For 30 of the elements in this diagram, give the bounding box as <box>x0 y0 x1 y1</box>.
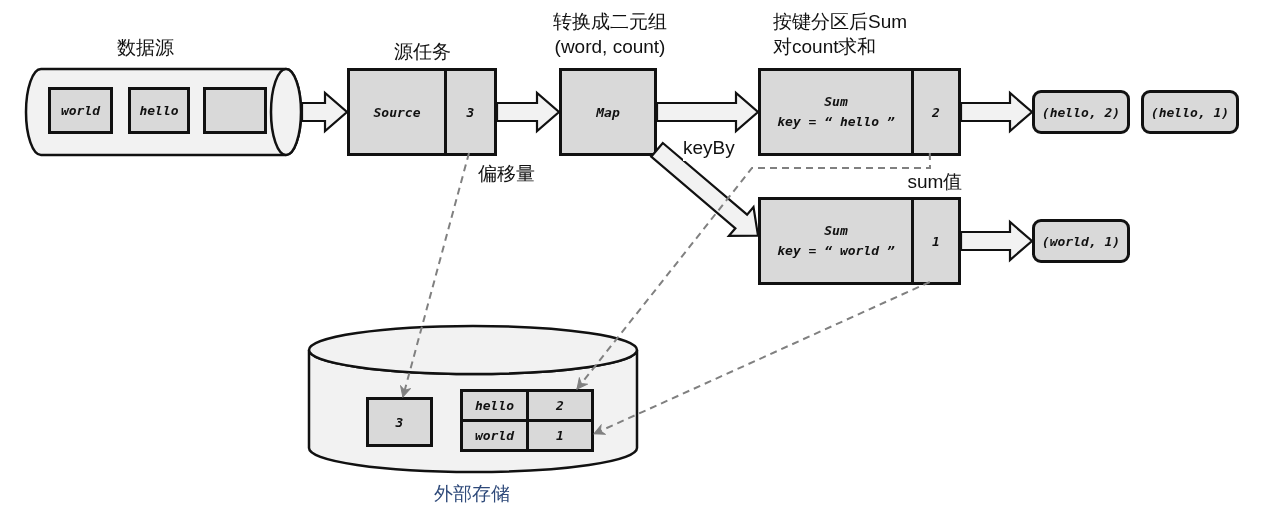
heading: 源任务 <box>392 40 452 64</box>
cell-text: key = “ hello ” <box>777 113 895 131</box>
heading: 数据源 <box>115 36 175 60</box>
block-arrow <box>959 219 1034 263</box>
block-arrow <box>300 90 349 134</box>
heading: 外部存储 <box>433 482 511 506</box>
word-box <box>203 87 267 134</box>
heading: 转换成二元组 (word, count) <box>552 10 668 59</box>
beside-label: 偏移量 <box>478 162 535 186</box>
table-cell: 1 <box>526 419 594 452</box>
result-box: (hello, 1) <box>1141 90 1239 134</box>
result-box: (hello, 2) <box>1032 90 1130 134</box>
block-arrow <box>655 90 760 134</box>
heading: 按键分区后Sum 对count求和 <box>773 10 909 59</box>
block-arrow <box>959 90 1034 134</box>
block-arrow <box>495 90 561 134</box>
map-box: Map <box>559 68 657 156</box>
result-box: (world, 1) <box>1032 219 1130 263</box>
dashed-arrow <box>593 281 931 435</box>
cell-text: Sum <box>824 222 848 240</box>
dashed-arrow <box>400 152 470 398</box>
block-arrow <box>649 141 760 237</box>
dashed-arrow <box>576 152 931 390</box>
word-box: hello <box>128 87 190 134</box>
heading: sum值 <box>906 170 964 194</box>
cell-text: Sum <box>824 93 848 111</box>
offset-box: 3 <box>366 397 433 447</box>
cell-text: key = “ world ” <box>777 242 895 260</box>
table-cell: world <box>460 419 529 452</box>
word-box: world <box>48 87 113 134</box>
